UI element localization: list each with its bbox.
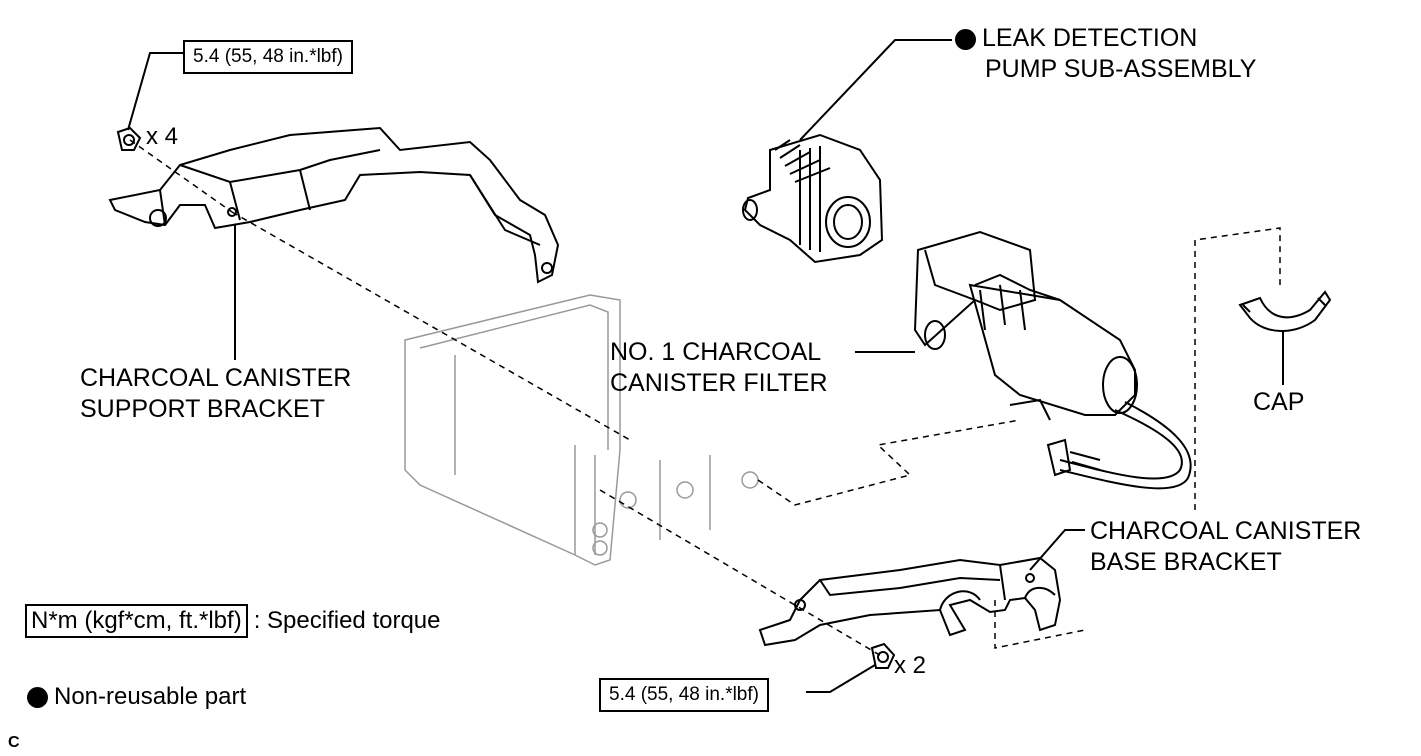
canister-filter-part: [913, 230, 1192, 490]
cap-label: CAP: [1253, 388, 1305, 416]
torque-spec-lower: 5.4 (55, 48 in.*lbf): [599, 678, 769, 712]
torque-spec-upper: 5.4 (55, 48 in.*lbf): [183, 40, 353, 74]
base-bracket-part: [758, 556, 1062, 647]
canister-filter-label-line2: CANISTER FILTER: [610, 369, 828, 397]
legend-non-reusable-text: Non-reusable part: [54, 683, 247, 710]
leader-lines: [127, 39, 1284, 693]
base-bracket-label-line1: CHARCOAL CANISTER: [1090, 517, 1362, 545]
lower-bolt-part: [870, 642, 896, 669]
support-bracket-part: [108, 126, 560, 284]
dashed-assembly-lines: [129, 139, 1281, 658]
non-reusable-marker-icon: [955, 28, 976, 50]
base-bracket-label: CHARCOAL CANISTER BASE BRACKET: [1090, 516, 1361, 578]
leak-pump-label: LEAK DETECTION PUMP SUB-ASSEMBLY: [955, 23, 1256, 85]
support-bracket-label: CHARCOAL CANISTER SUPPORT BRACKET: [80, 363, 351, 425]
support-bracket-label-line1: CHARCOAL CANISTER: [80, 364, 352, 392]
leak-pump-label-line2: PUMP SUB-ASSEMBLY: [985, 55, 1257, 83]
upper-bolt-part: [116, 126, 142, 151]
corner-mark: C: [8, 734, 20, 751]
legend-non-reusable: Non-reusable part: [27, 682, 246, 712]
cap-part: [1238, 290, 1332, 332]
canister-filter-label-line1: NO. 1 CHARCOAL: [610, 338, 822, 366]
support-bracket-label-line2: SUPPORT BRACKET: [80, 395, 325, 423]
bolt-count-upper: x 4: [146, 123, 179, 150]
leak-detection-pump-part: [742, 133, 884, 264]
legend-torque-desc: : Specified torque: [253, 607, 441, 634]
non-reusable-dot-icon: [27, 686, 48, 708]
bolt-count-lower: x 2: [894, 652, 927, 679]
leak-pump-label-line1: LEAK DETECTION: [982, 24, 1198, 52]
base-bracket-label-line2: BASE BRACKET: [1090, 548, 1282, 576]
charcoal-canister-part: [404, 294, 759, 566]
canister-filter-label: NO. 1 CHARCOAL CANISTER FILTER: [610, 337, 828, 399]
legend-torque-units: N*m (kgf*cm, ft.*lbf): [25, 604, 248, 638]
legend-torque: N*m (kgf*cm, ft.*lbf) : Specified torque: [25, 604, 441, 638]
